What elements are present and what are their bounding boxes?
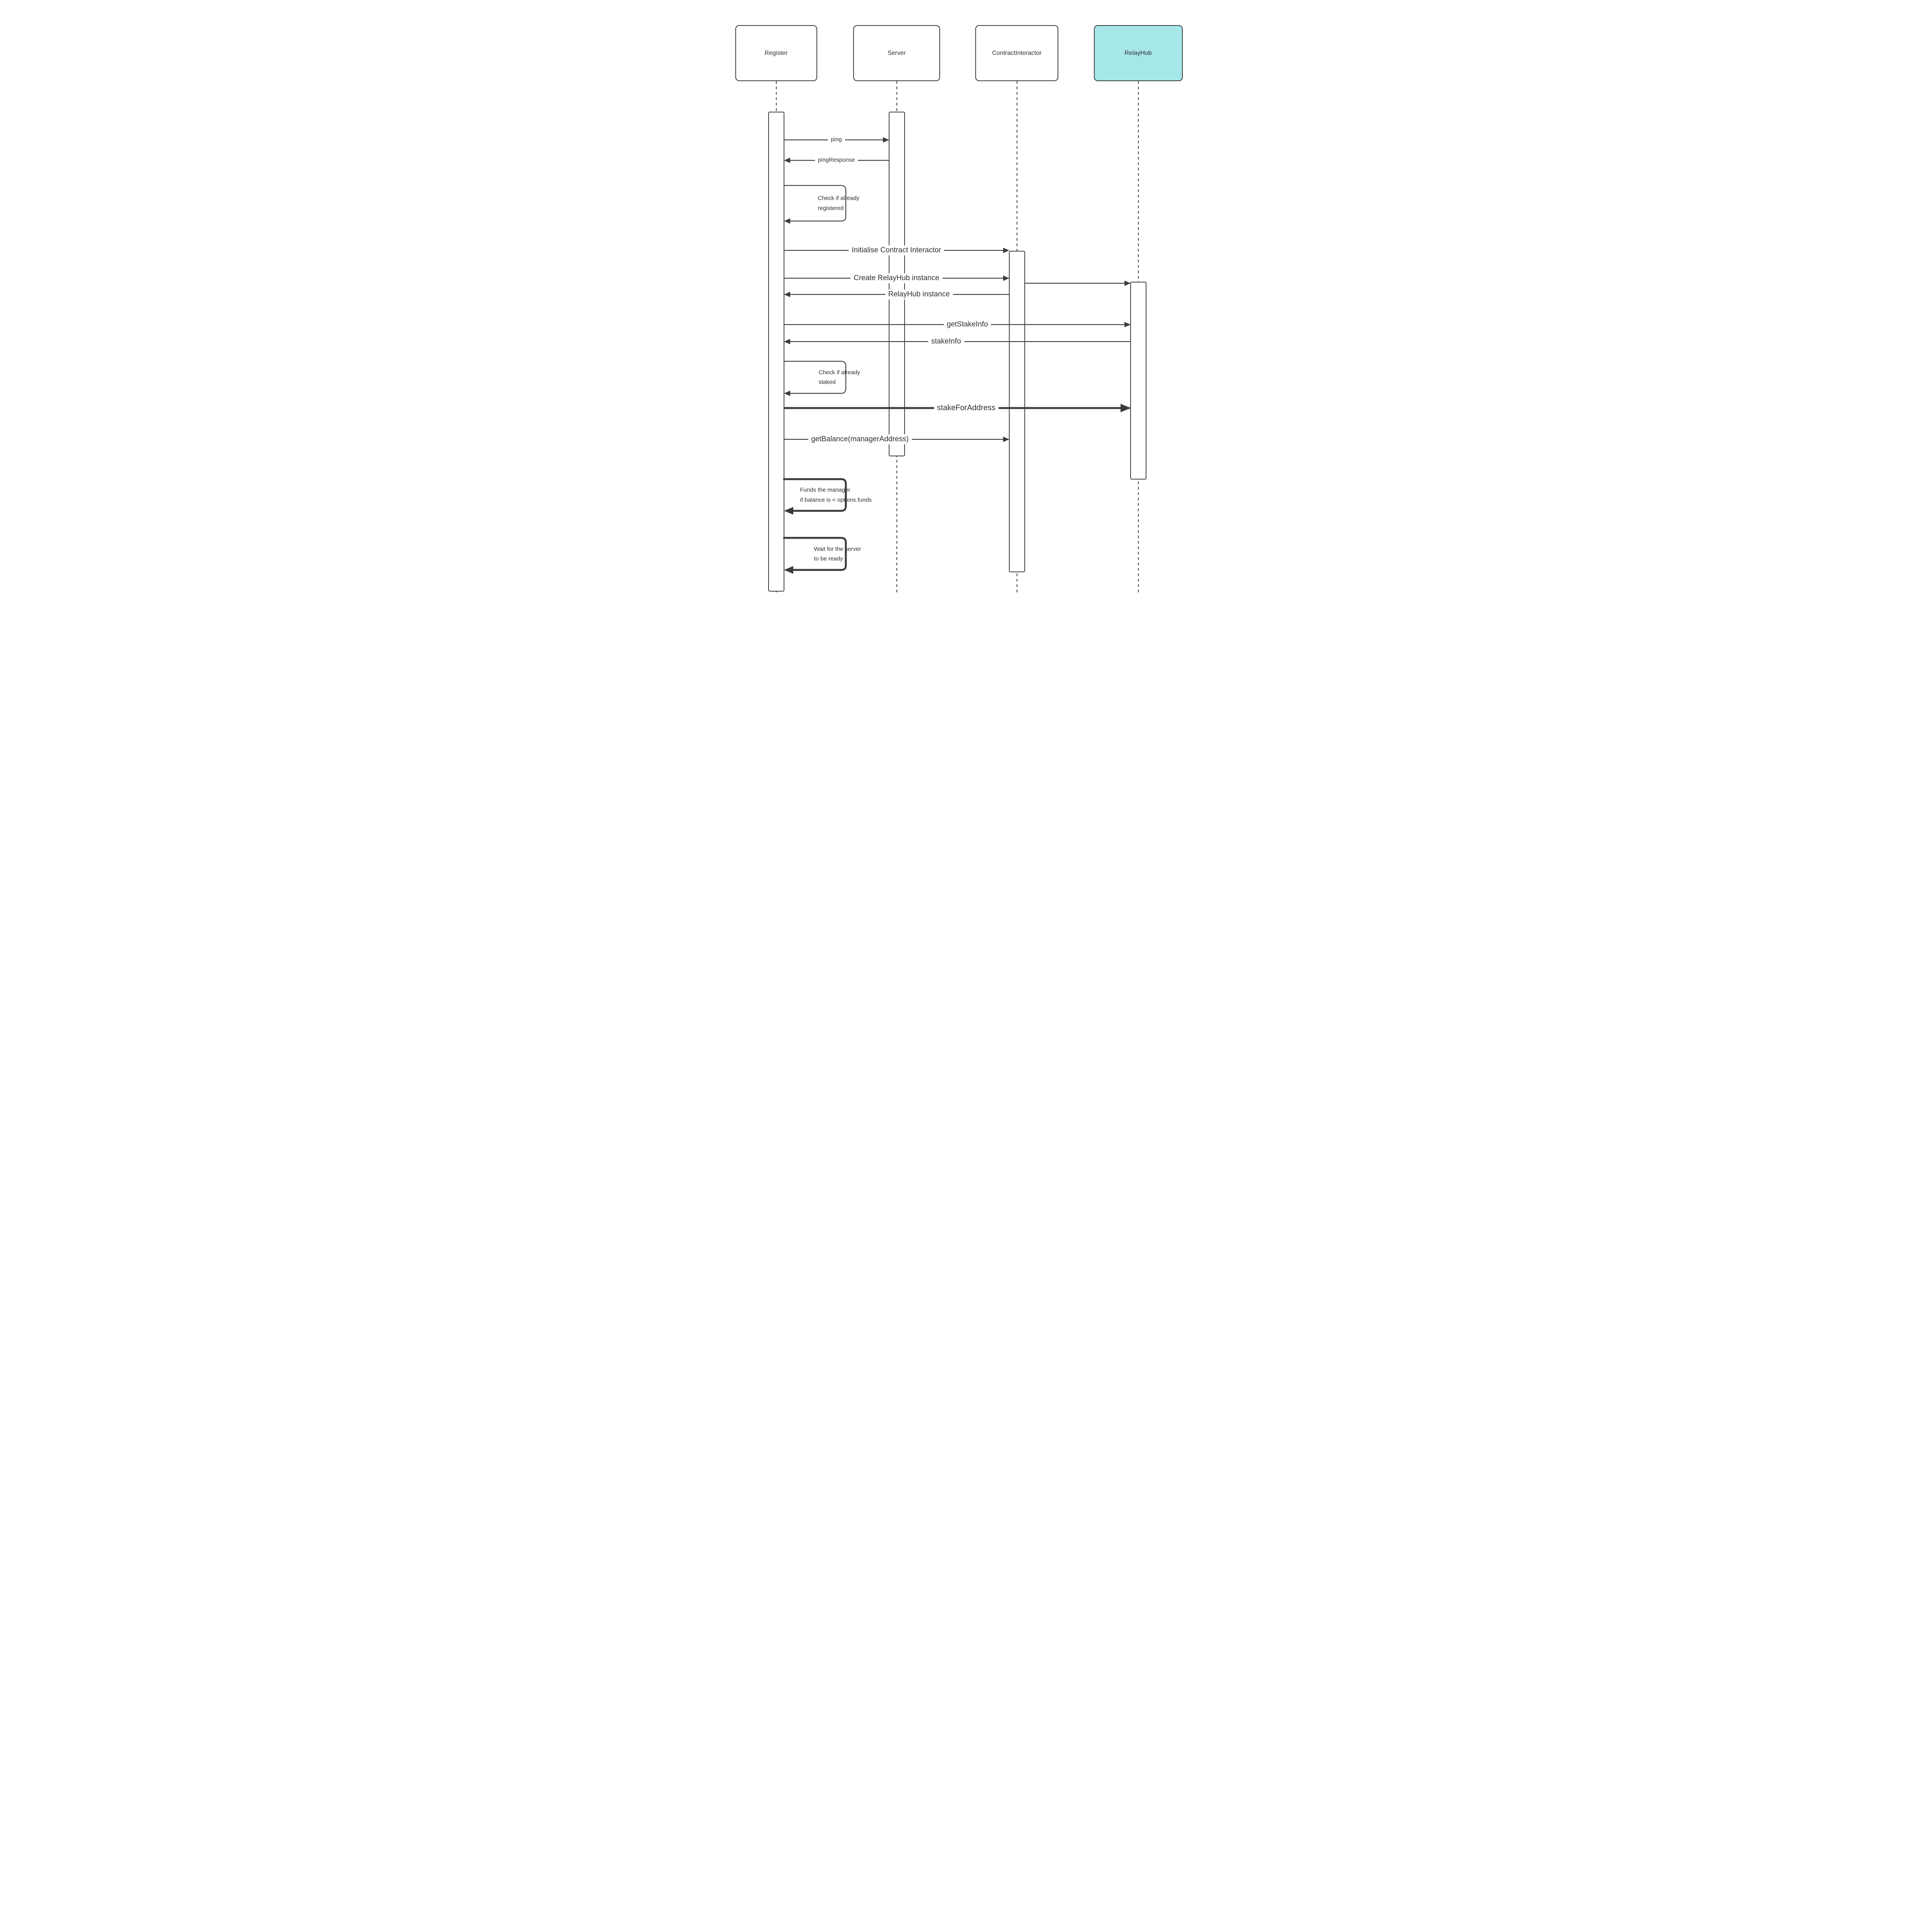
self-message-label-line: Wait for the server [814,546,861,552]
self-message-label-9: Check if already staked [819,367,861,387]
self-message-label-line: to be ready [814,555,843,562]
message-label-11: getBalance(managerAddress) [808,434,912,444]
self-arrowhead-12 [784,507,793,515]
participant-label-contractinteractor: ContractInteractor [992,49,1042,56]
self-arrowhead-9 [784,391,790,396]
arrowhead-8 [784,339,790,344]
self-arrowhead-2 [784,218,790,224]
participant-label-server: Server [887,49,906,56]
activation-register [768,112,784,592]
self-message-loop-12 [783,478,847,512]
message-label-8: stakeInfo [928,337,964,347]
participant-box-register: Register [735,25,817,81]
arrowhead-7 [1124,322,1131,327]
self-message-label-12: Funds the manager if balance is < options… [800,485,872,505]
self-message-label-line: if balance is < options.funds [800,497,872,503]
activation-contractinteractor [1009,251,1025,572]
message-label-4: Create RelayHub instance [850,273,942,283]
self-message-label-line: Check if already [818,369,861,376]
activation-server [888,112,905,456]
arrowhead-6 [784,292,790,297]
message-label-3: Initialise Contract Interactor [849,245,944,255]
arrowhead-3 [1003,248,1009,253]
arrowhead-0 [883,137,889,143]
self-message-loop-2 [783,185,846,222]
self-message-label-13: Wait for the server to be ready [814,544,861,564]
arrowhead-1 [784,158,790,163]
self-message-label-2: Check if already registered [818,194,860,213]
participant-label-relayhub: RelayHub [1124,49,1152,56]
diagram-canvas [768,81,1146,595]
self-message-label-line: Funds the manager [800,486,850,493]
self-message-loop-9 [783,361,846,394]
participant-box-contractinteractor: ContractInteractor [975,25,1058,81]
message-label-7: getStakeInfo [944,320,991,330]
message-label-6: RelayHub instance [885,289,953,299]
self-message-label-line: Check if already [818,195,860,202]
message-label-10: stakeForAddress [934,403,999,413]
participant-box-server: Server [853,25,940,81]
message-label-1: pingResponse [815,156,858,165]
arrowhead-4 [1003,276,1009,281]
activation-relayhub [1130,282,1146,480]
message-label-0: ping [828,136,845,144]
participant-box-relayhub: RelayHub [1094,25,1183,81]
self-message-loop-13 [783,537,847,571]
arrowhead-5 [1124,281,1131,286]
arrowhead-10 [1120,404,1131,412]
participant-label-register: Register [764,49,788,56]
self-arrowhead-13 [784,566,793,574]
self-message-label-line: registered [818,205,844,211]
self-message-label-line: staked [818,379,836,386]
arrowhead-11 [1003,437,1009,442]
